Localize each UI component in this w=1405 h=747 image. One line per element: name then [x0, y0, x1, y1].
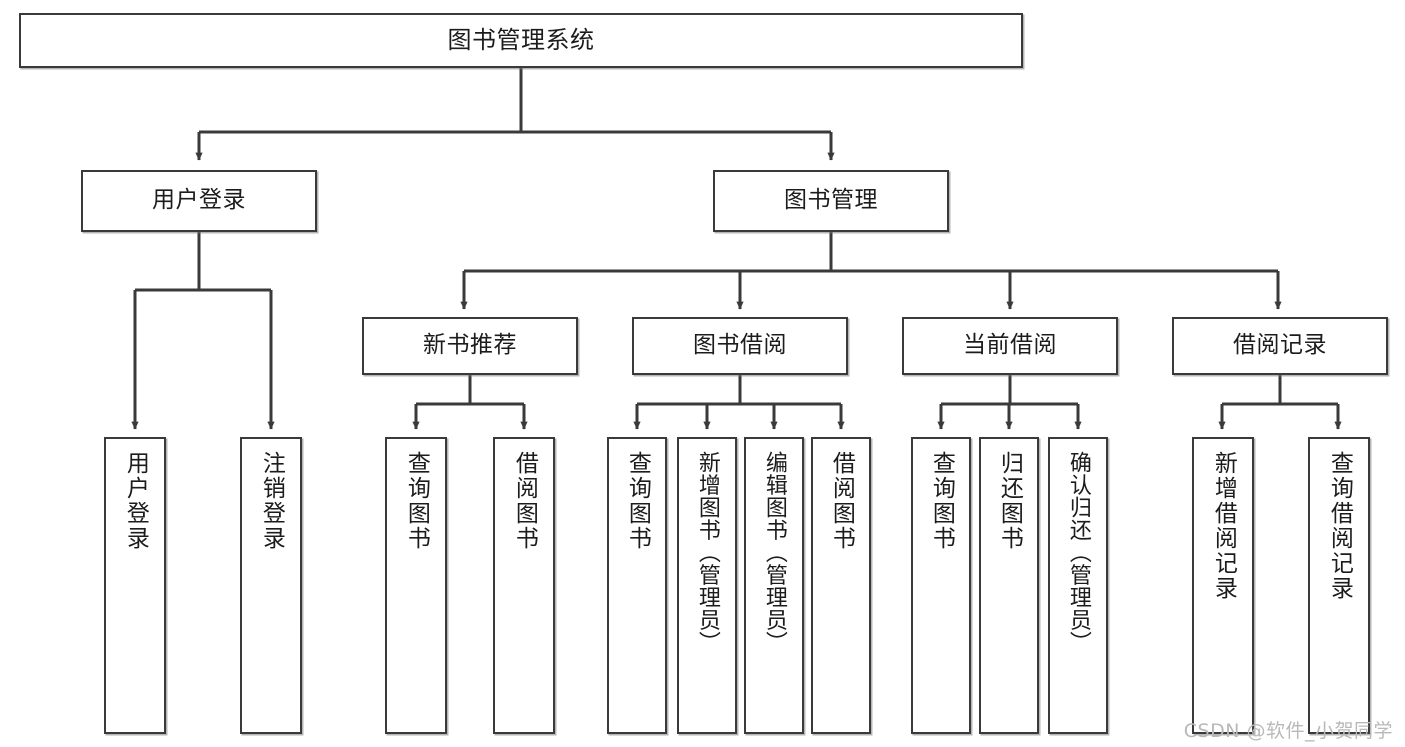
node-label: 借阅图书 — [828, 451, 855, 551]
leaf-add-borrow-record[interactable]: 新增借阅记录 — [1192, 437, 1254, 734]
leaf-logout-login[interactable]: 注销登录 — [240, 437, 302, 734]
leaf-return-book[interactable]: 归还图书 — [979, 437, 1039, 734]
node-label: 确认归还（管理员） — [1065, 451, 1091, 654]
node-book-borrow[interactable]: 图书借阅 — [632, 317, 848, 375]
node-label: 借阅记录 — [1233, 332, 1327, 359]
node-label: 查询图书 — [928, 451, 955, 551]
leaf-query-book-current[interactable]: 查询图书 — [911, 437, 971, 734]
csdn-watermark: CSDN @软件_小贺同学 — [1183, 720, 1393, 742]
node-current-borrow[interactable]: 当前借阅 — [902, 317, 1118, 375]
leaf-borrow-book-recommend[interactable]: 借阅图书 — [493, 437, 555, 734]
node-label: 查询图书 — [403, 451, 430, 551]
leaf-borrow-book[interactable]: 借阅图书 — [811, 437, 871, 734]
node-label: 借阅图书 — [511, 451, 538, 551]
node-label: 归还图书 — [996, 451, 1023, 551]
node-label: 图书借阅 — [693, 332, 787, 359]
node-label: 图书管理系统 — [447, 26, 595, 55]
node-label: 当前借阅 — [963, 332, 1057, 359]
node-root-system[interactable]: 图书管理系统 — [19, 13, 1023, 68]
node-label: 图书管理 — [784, 187, 878, 214]
leaf-add-book[interactable]: 新增图书（管理员） — [677, 437, 737, 734]
node-label: 用户登录 — [152, 187, 246, 214]
leaf-edit-book[interactable]: 编辑图书（管理员） — [744, 437, 804, 734]
leaf-query-book-recommend[interactable]: 查询图书 — [385, 437, 447, 734]
leaf-user-login[interactable]: 用户登录 — [104, 437, 166, 734]
node-label: 新增借阅记录 — [1210, 451, 1237, 601]
node-label: 注销登录 — [258, 451, 285, 551]
node-borrow-record[interactable]: 借阅记录 — [1172, 317, 1388, 375]
node-label: 查询图书 — [624, 451, 651, 551]
node-label: 编辑图书（管理员） — [761, 451, 787, 654]
node-user-login[interactable]: 用户登录 — [81, 170, 317, 232]
node-new-book-recommend[interactable]: 新书推荐 — [362, 317, 578, 375]
node-label: 查询借阅记录 — [1326, 451, 1353, 601]
node-book-management[interactable]: 图书管理 — [713, 170, 949, 232]
node-label: 用户登录 — [122, 451, 149, 551]
leaf-confirm-return[interactable]: 确认归还（管理员） — [1048, 437, 1108, 734]
leaf-query-book-borrow[interactable]: 查询图书 — [607, 437, 667, 734]
node-label: 新书推荐 — [423, 332, 517, 359]
node-label: 新增图书（管理员） — [694, 451, 720, 654]
leaf-query-borrow-record[interactable]: 查询借阅记录 — [1308, 437, 1370, 734]
